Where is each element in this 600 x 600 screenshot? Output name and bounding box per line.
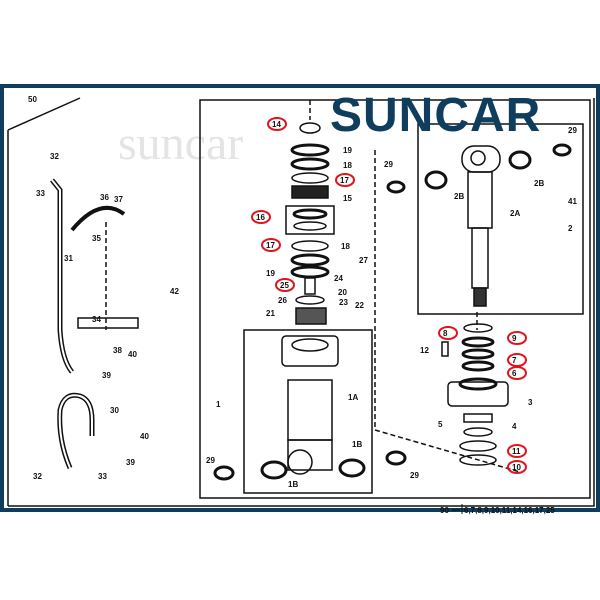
callout-33: 33 [36, 189, 45, 198]
footer-kit-items: 6,7,8,9,10,11,14,16,17,25 [464, 506, 555, 515]
callout-39: 39 [126, 458, 135, 467]
callout-2B: 2B [534, 179, 544, 188]
highlight-ring [507, 353, 527, 367]
callout-39: 39 [102, 371, 111, 380]
diagram-canvas [4, 88, 596, 508]
callout-18: 18 [343, 161, 352, 170]
callout-19: 19 [266, 269, 275, 278]
callout-41: 41 [568, 197, 577, 206]
callout-26: 26 [278, 296, 287, 305]
callout-2: 2 [568, 224, 573, 233]
callout-3: 3 [528, 398, 533, 407]
callout-18: 18 [341, 242, 350, 251]
suncar-logo: SUNCAR [330, 89, 542, 142]
callout-21: 21 [266, 309, 275, 318]
callout-2A: 2A [510, 209, 520, 218]
callout-35: 35 [92, 234, 101, 243]
highlight-ring [261, 238, 281, 252]
callout-1B: 1B [288, 480, 298, 489]
outline-50 [7, 97, 595, 507]
callout-10: 10 [512, 463, 521, 472]
callout-20: 20 [338, 288, 347, 297]
callout-34: 34 [92, 315, 101, 324]
callout-7: 7 [512, 356, 517, 365]
callout-25: 25 [280, 281, 289, 290]
watermark: suncar [118, 117, 244, 170]
callout-33: 33 [98, 472, 107, 481]
highlight-ring [507, 444, 527, 458]
callout-29: 29 [206, 456, 215, 465]
highlight-ring [335, 173, 355, 187]
callout-38: 38 [113, 346, 122, 355]
highlight-ring [267, 117, 287, 131]
callout-37: 37 [114, 195, 123, 204]
callout-30: 30 [110, 406, 119, 415]
callout-14: 14 [272, 120, 281, 129]
highlight-ring [275, 278, 295, 292]
box-42 [199, 99, 591, 499]
callout-50: 50 [28, 95, 37, 104]
callout-6: 6 [512, 369, 517, 378]
callout-40: 40 [140, 432, 149, 441]
callout-40: 40 [128, 350, 137, 359]
callout-17: 17 [340, 176, 349, 185]
callout-32: 32 [50, 152, 59, 161]
callout-32: 32 [33, 472, 42, 481]
callout-42: 42 [170, 287, 179, 296]
callout-15: 15 [343, 194, 352, 203]
box-2 [417, 123, 584, 315]
callout-27: 27 [359, 256, 368, 265]
callout-23: 23 [339, 298, 348, 307]
footer-ref: 90 [440, 506, 449, 515]
callout-5: 5 [438, 420, 443, 429]
callout-24: 24 [334, 274, 343, 283]
highlight-ring [507, 366, 527, 380]
box-16 [285, 205, 335, 235]
dashed-guides [105, 100, 521, 473]
callout-11: 11 [512, 447, 521, 456]
callout-29: 29 [568, 126, 577, 135]
highlight-ring [507, 460, 527, 474]
callout-22: 22 [355, 301, 364, 310]
bracket-34 [77, 317, 139, 329]
seal-stack [290, 122, 330, 325]
callout-1B: 1B [352, 440, 362, 449]
clamp-35 [70, 205, 126, 232]
highlight-ring [251, 210, 271, 224]
head-3 [441, 323, 509, 466]
callout-4: 4 [512, 422, 517, 431]
callout-1: 1 [216, 400, 221, 409]
footer-callout: 90 6,7,8,9,10,11,14,16,17,25 [440, 504, 555, 515]
callout-36: 36 [100, 193, 109, 202]
callout-12: 12 [420, 346, 429, 355]
cylinder-1 [213, 335, 407, 481]
callout-17: 17 [266, 241, 275, 250]
callout-31: 31 [64, 254, 73, 263]
callout-19: 19 [343, 146, 352, 155]
highlight-ring [507, 331, 527, 345]
hose-30 [57, 392, 95, 469]
callout-9: 9 [512, 334, 517, 343]
callout-16: 16 [256, 213, 265, 222]
rod-2 [386, 143, 572, 307]
callout-8: 8 [443, 329, 448, 338]
callout-29: 29 [410, 471, 419, 480]
highlight-ring [438, 326, 458, 340]
callout-2B: 2B [454, 192, 464, 201]
box-1 [243, 329, 373, 494]
callout-1A: 1A [348, 393, 358, 402]
callout-29: 29 [384, 160, 393, 169]
